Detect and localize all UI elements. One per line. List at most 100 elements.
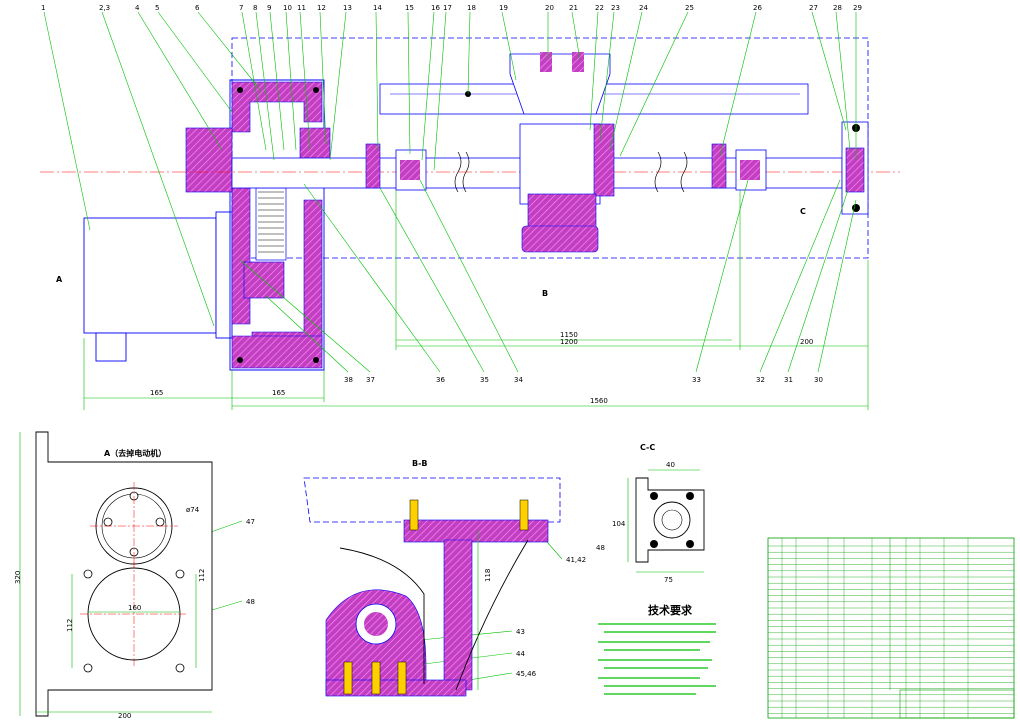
leader-line-bottom-30 bbox=[817, 199, 857, 373]
dim-104: 104 bbox=[612, 520, 626, 528]
leader-line-detail-48 bbox=[211, 600, 243, 611]
callout-19: 19 bbox=[499, 4, 508, 12]
callout-2-3: 2,3 bbox=[99, 4, 110, 12]
dim-1150: 1150 bbox=[560, 331, 578, 339]
callout-27: 27 bbox=[809, 4, 818, 12]
leader-line-bottom-32 bbox=[759, 179, 841, 373]
callout-1: 1 bbox=[41, 4, 45, 12]
callout-12: 12 bbox=[317, 4, 326, 12]
section-mark-a: A bbox=[56, 275, 63, 284]
callout-25: 25 bbox=[685, 4, 694, 12]
dim-74: ø74 bbox=[186, 506, 200, 514]
leader-line-bottom-37 bbox=[239, 259, 371, 373]
dim-200: 200 bbox=[800, 338, 813, 346]
callout-32: 32 bbox=[756, 376, 765, 384]
leader-line-5 bbox=[197, 11, 263, 93]
callout-35: 35 bbox=[480, 376, 489, 384]
callout-31: 31 bbox=[784, 376, 793, 384]
leader-line-4 bbox=[157, 11, 233, 113]
callout-26: 26 bbox=[753, 4, 762, 12]
technical-requirements: 技术要求 bbox=[598, 603, 716, 695]
leader-line-20 bbox=[571, 11, 581, 61]
leader-line-bottom-35 bbox=[379, 187, 485, 373]
callouts-bottom: 38 37 36 35 34 33 32 31 30 47 48 43 44 45,46 41,42 bbox=[159, 179, 857, 689]
gear bbox=[255, 187, 287, 261]
leader-line-9 bbox=[285, 11, 297, 151]
leader-line-bottom-34 bbox=[419, 179, 519, 373]
section-mark-b: B bbox=[542, 289, 548, 298]
leader-line-12 bbox=[329, 11, 347, 161]
callout-33: 33 bbox=[692, 376, 701, 384]
callout-47: 47 bbox=[246, 518, 255, 526]
callout-43: 43 bbox=[516, 628, 525, 636]
dim-118: 118 bbox=[484, 569, 492, 582]
callout-11: 11 bbox=[297, 4, 306, 12]
callout-22: 22 bbox=[595, 4, 604, 12]
leader-line-bottom-33 bbox=[695, 179, 749, 373]
leader-line-26 bbox=[811, 11, 847, 131]
callout-15: 15 bbox=[405, 4, 414, 12]
view-a: A（去掉电动机） 320 200 ø74 112 112 160 bbox=[14, 431, 213, 720]
dim-1560: 1560 bbox=[590, 397, 608, 405]
leader-line-8 bbox=[269, 11, 285, 151]
dim-48: 48 bbox=[596, 544, 605, 552]
leader-line-bottom-31 bbox=[787, 189, 849, 373]
leader-line-22 bbox=[599, 11, 615, 141]
callout-29: 29 bbox=[853, 4, 862, 12]
callout-20: 20 bbox=[545, 4, 554, 12]
view-cc-title: C-C bbox=[640, 443, 655, 452]
view-bb-title: B-B bbox=[412, 459, 428, 468]
callout-16: 16 bbox=[431, 4, 440, 12]
leader-line-15 bbox=[421, 11, 435, 161]
leader-line-bottom-38 bbox=[265, 295, 349, 373]
leader-line-3 bbox=[137, 11, 223, 151]
leader-line-7 bbox=[255, 11, 275, 161]
leader-line-21 bbox=[589, 11, 599, 131]
leader-line-2 bbox=[101, 11, 215, 327]
view-a-title: A（去掉电动机） bbox=[104, 448, 166, 458]
leader-line-24 bbox=[619, 11, 689, 157]
callout-5: 5 bbox=[155, 4, 159, 12]
tech-req-title: 技术要求 bbox=[648, 603, 693, 617]
callout-44: 44 bbox=[516, 650, 525, 658]
callout-36: 36 bbox=[436, 376, 445, 384]
callout-30: 30 bbox=[814, 376, 823, 384]
callout-24: 24 bbox=[639, 4, 648, 12]
leader-line-13 bbox=[375, 11, 379, 151]
dim-a-200: 200 bbox=[118, 712, 131, 720]
callout-9: 9 bbox=[267, 4, 271, 12]
leader-line-16 bbox=[433, 11, 447, 171]
view-bb: B-B 118 bbox=[303, 459, 561, 697]
dim-112-right: 112 bbox=[198, 569, 206, 582]
callout-17: 17 bbox=[443, 4, 452, 12]
dim-1200: 1200 bbox=[560, 338, 578, 346]
leader-line-17 bbox=[467, 11, 471, 95]
section-mark-c: C bbox=[800, 207, 806, 216]
leader-line-bottom-36 bbox=[303, 183, 441, 373]
leader-line-14 bbox=[407, 11, 411, 155]
dim-165-box: 165 bbox=[272, 389, 285, 397]
motor-body bbox=[83, 217, 217, 334]
leader-line-25 bbox=[719, 11, 757, 157]
leader-line-10 bbox=[299, 11, 311, 151]
dim-160: 160 bbox=[128, 604, 141, 612]
callout-10: 10 bbox=[283, 4, 292, 12]
dim-112-left: 112 bbox=[66, 619, 74, 632]
callout-7: 7 bbox=[239, 4, 243, 12]
callout-21: 21 bbox=[569, 4, 578, 12]
callout-37: 37 bbox=[366, 376, 375, 384]
callout-41-42: 41,42 bbox=[566, 556, 586, 564]
callout-34: 34 bbox=[514, 376, 523, 384]
leader-line-27 bbox=[835, 11, 851, 151]
dim-75: 75 bbox=[664, 576, 673, 584]
callout-23: 23 bbox=[611, 4, 620, 12]
callout-8: 8 bbox=[253, 4, 257, 12]
dim-40: 40 bbox=[666, 461, 675, 469]
callout-4: 4 bbox=[135, 4, 140, 12]
callout-6: 6 bbox=[195, 4, 200, 12]
callout-13: 13 bbox=[343, 4, 352, 12]
callout-38: 38 bbox=[344, 376, 353, 384]
callout-45-46: 45,46 bbox=[516, 670, 537, 678]
